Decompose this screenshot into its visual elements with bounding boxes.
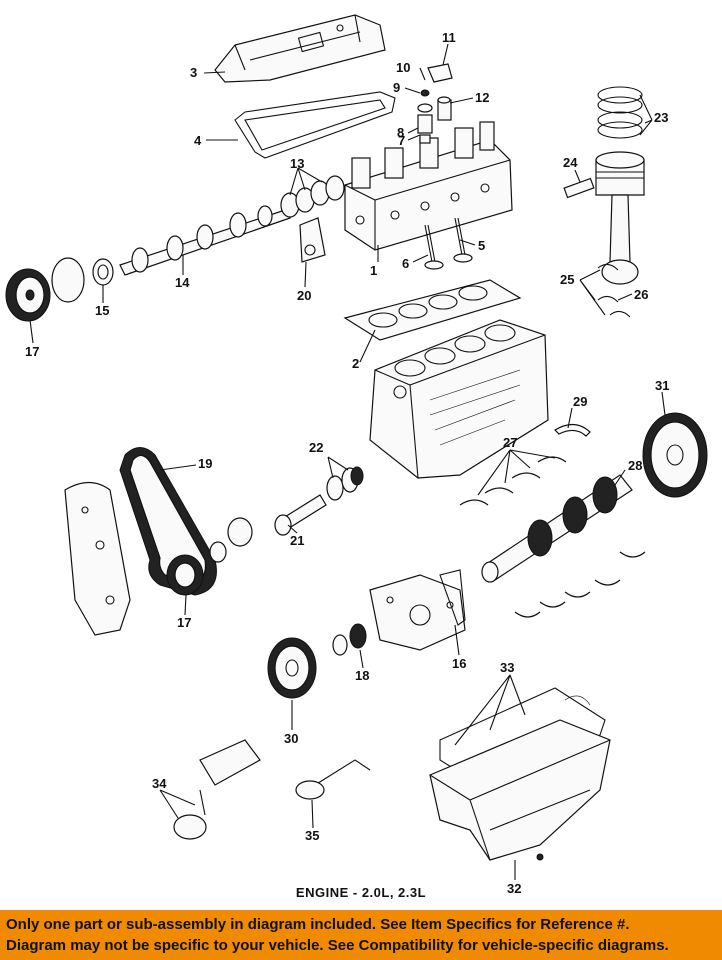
callout-16: 16 xyxy=(452,656,466,671)
camshaft xyxy=(119,205,291,276)
rocker-bracket xyxy=(299,217,326,263)
engine-block xyxy=(369,319,549,479)
piston-pin xyxy=(563,177,595,199)
callout-3: 3 xyxy=(190,65,197,80)
callout-17-cam-sprocket: 17 xyxy=(25,344,39,359)
leader-lines xyxy=(29,43,666,880)
auxiliary-bearings xyxy=(326,466,364,501)
timing-sprocket xyxy=(166,554,204,596)
crankshaft xyxy=(481,474,633,583)
callout-13: 13 xyxy=(290,156,304,171)
disclaimer-banner: Only one part or sub-assembly in diagram… xyxy=(0,910,722,960)
callout-14: 14 xyxy=(175,275,190,290)
callout-30: 30 xyxy=(284,731,298,746)
camshaft-sprocket xyxy=(5,268,51,322)
callout-27: 27 xyxy=(503,435,517,450)
piston-rings xyxy=(597,86,643,139)
callout-7: 7 xyxy=(398,133,405,148)
callout-11: 11 xyxy=(442,30,456,45)
callout-23: 23 xyxy=(654,110,668,125)
callout-34: 34 xyxy=(152,776,167,791)
callout-22: 22 xyxy=(309,440,323,455)
timing-cover xyxy=(64,481,131,636)
valve-cover xyxy=(214,14,386,83)
oil-pan-gasket xyxy=(439,687,606,786)
cam-sprocket-plate xyxy=(51,257,85,303)
callout-29: 29 xyxy=(573,394,587,409)
valves xyxy=(424,217,473,270)
oil-pump-housing xyxy=(369,574,466,651)
rod-bearings xyxy=(597,263,631,318)
callout-1: 1 xyxy=(370,263,377,278)
callout-10: 10 xyxy=(396,60,410,75)
callout-numbers: 1 2 3 4 5 6 7 8 9 10 11 12 13 14 15 16 1… xyxy=(25,30,669,896)
main-bearings-upper xyxy=(459,423,591,506)
callout-21: 21 xyxy=(290,533,304,548)
camshaft-seal xyxy=(92,258,114,286)
callout-12: 12 xyxy=(475,90,489,105)
engine-exploded-diagram: 1 2 3 4 5 6 7 8 9 10 11 12 13 14 15 16 1… xyxy=(5,14,708,896)
piston xyxy=(595,151,645,196)
callout-6: 6 xyxy=(402,256,409,271)
camshaft-bearings xyxy=(280,175,345,218)
cylinder-head xyxy=(344,121,513,251)
callout-25: 25 xyxy=(560,272,574,287)
oil-pump-pickup xyxy=(295,759,371,800)
callout-17-timing-sprocket: 17 xyxy=(177,615,191,630)
callout-33: 33 xyxy=(500,660,514,675)
disclaimer-line-1: Only one part or sub-assembly in diagram… xyxy=(6,916,630,933)
valve-train-parts xyxy=(417,63,453,144)
callout-5: 5 xyxy=(478,238,485,253)
callout-20: 20 xyxy=(297,288,311,303)
connecting-rod xyxy=(601,194,639,285)
crankshaft-pulley xyxy=(267,637,317,699)
callout-26: 26 xyxy=(634,287,648,302)
auxiliary-shaft xyxy=(209,494,327,563)
callout-18: 18 xyxy=(355,668,369,683)
callout-32: 32 xyxy=(507,881,521,896)
oil-filter-adapter xyxy=(173,739,261,840)
flywheel xyxy=(642,412,708,498)
callout-15: 15 xyxy=(95,303,109,318)
crank-sprocket xyxy=(332,623,367,656)
diagram-caption: ENGINE - 2.0L, 2.3L xyxy=(295,885,427,900)
disclaimer-line-2: Diagram may not be specific to your vehi… xyxy=(6,937,669,954)
callout-35: 35 xyxy=(305,828,319,843)
oil-pan xyxy=(429,719,611,861)
oil-pump-gasket xyxy=(439,569,466,626)
callout-19: 19 xyxy=(198,456,212,471)
callout-4: 4 xyxy=(194,133,202,148)
valve-cover-gasket xyxy=(234,91,396,159)
main-bearings-lower xyxy=(514,551,646,618)
callout-24: 24 xyxy=(563,155,578,170)
callout-2: 2 xyxy=(352,356,359,371)
callout-9: 9 xyxy=(393,80,400,95)
callout-28: 28 xyxy=(628,458,642,473)
head-gasket xyxy=(343,279,522,341)
callout-31: 31 xyxy=(655,378,669,393)
callout-8: 8 xyxy=(397,125,404,140)
